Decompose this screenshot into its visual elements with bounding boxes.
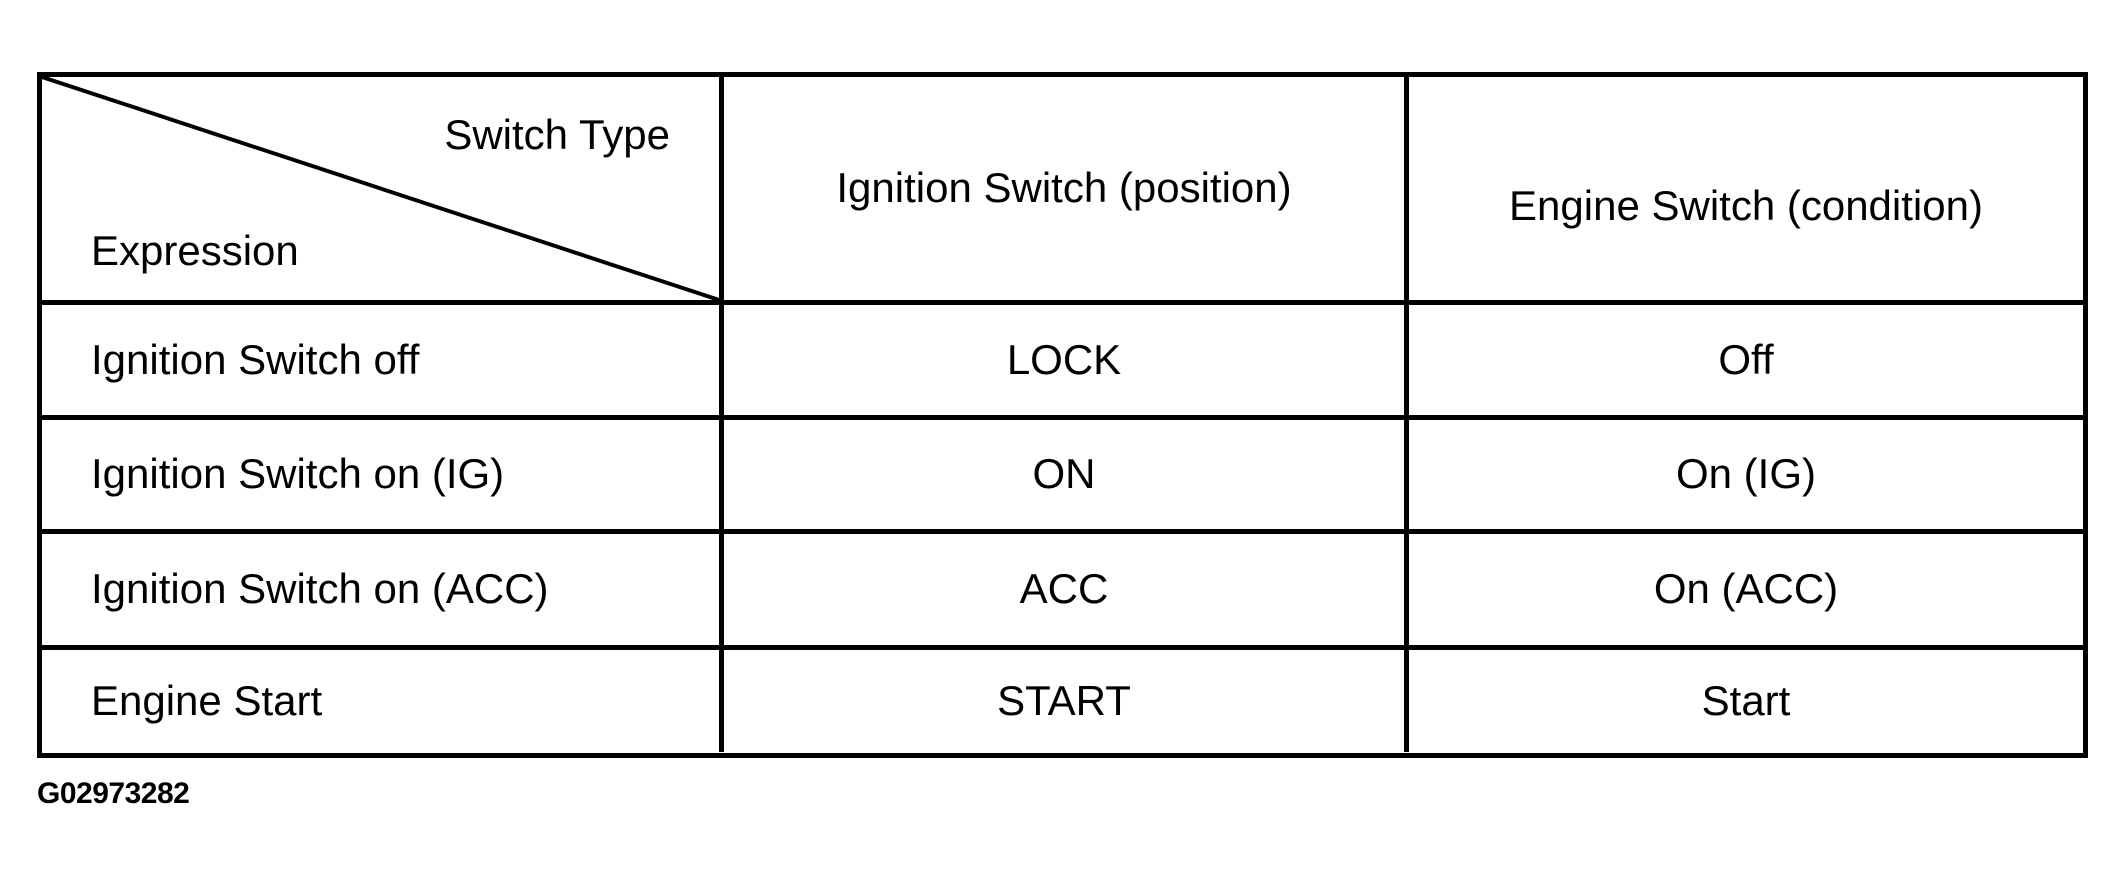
table-cell-engine-condition: On (IG) <box>1409 420 2083 534</box>
table-cell-ignition-position: ACC <box>724 534 1409 650</box>
table-cell-ignition-position: ON <box>724 420 1409 534</box>
table-row-expression: Ignition Switch off <box>42 305 724 420</box>
corner-label-expression: Expression <box>91 227 299 274</box>
table-cell-ignition-position: START <box>724 650 1409 752</box>
table-row-expression: Ignition Switch on (ACC) <box>42 534 724 650</box>
table-cell-engine-condition: On (ACC) <box>1409 534 2083 650</box>
table-cell-engine-condition: Off <box>1409 305 2083 420</box>
table-cell-engine-condition: Start <box>1701 676 1791 724</box>
switch-type-table: Switch Type Expression Ignition Switch (… <box>37 72 2088 758</box>
corner-header-cell: Switch Type Expression <box>42 77 724 305</box>
figure-id-label: G02973282 <box>37 777 190 810</box>
diagonal-divider-line <box>42 77 719 300</box>
column-header-engine-switch-condition: Engine Switch (condition) <box>1409 77 2083 305</box>
table-row-expression: Ignition Switch on (IG) <box>42 420 724 534</box>
table-row-expression: Engine Start <box>42 650 724 752</box>
table-cell-ignition-position: LOCK <box>724 305 1409 420</box>
corner-label-switch-type: Switch Type <box>444 111 670 158</box>
column-header-ignition-switch-position: Ignition Switch (position) <box>724 77 1409 305</box>
